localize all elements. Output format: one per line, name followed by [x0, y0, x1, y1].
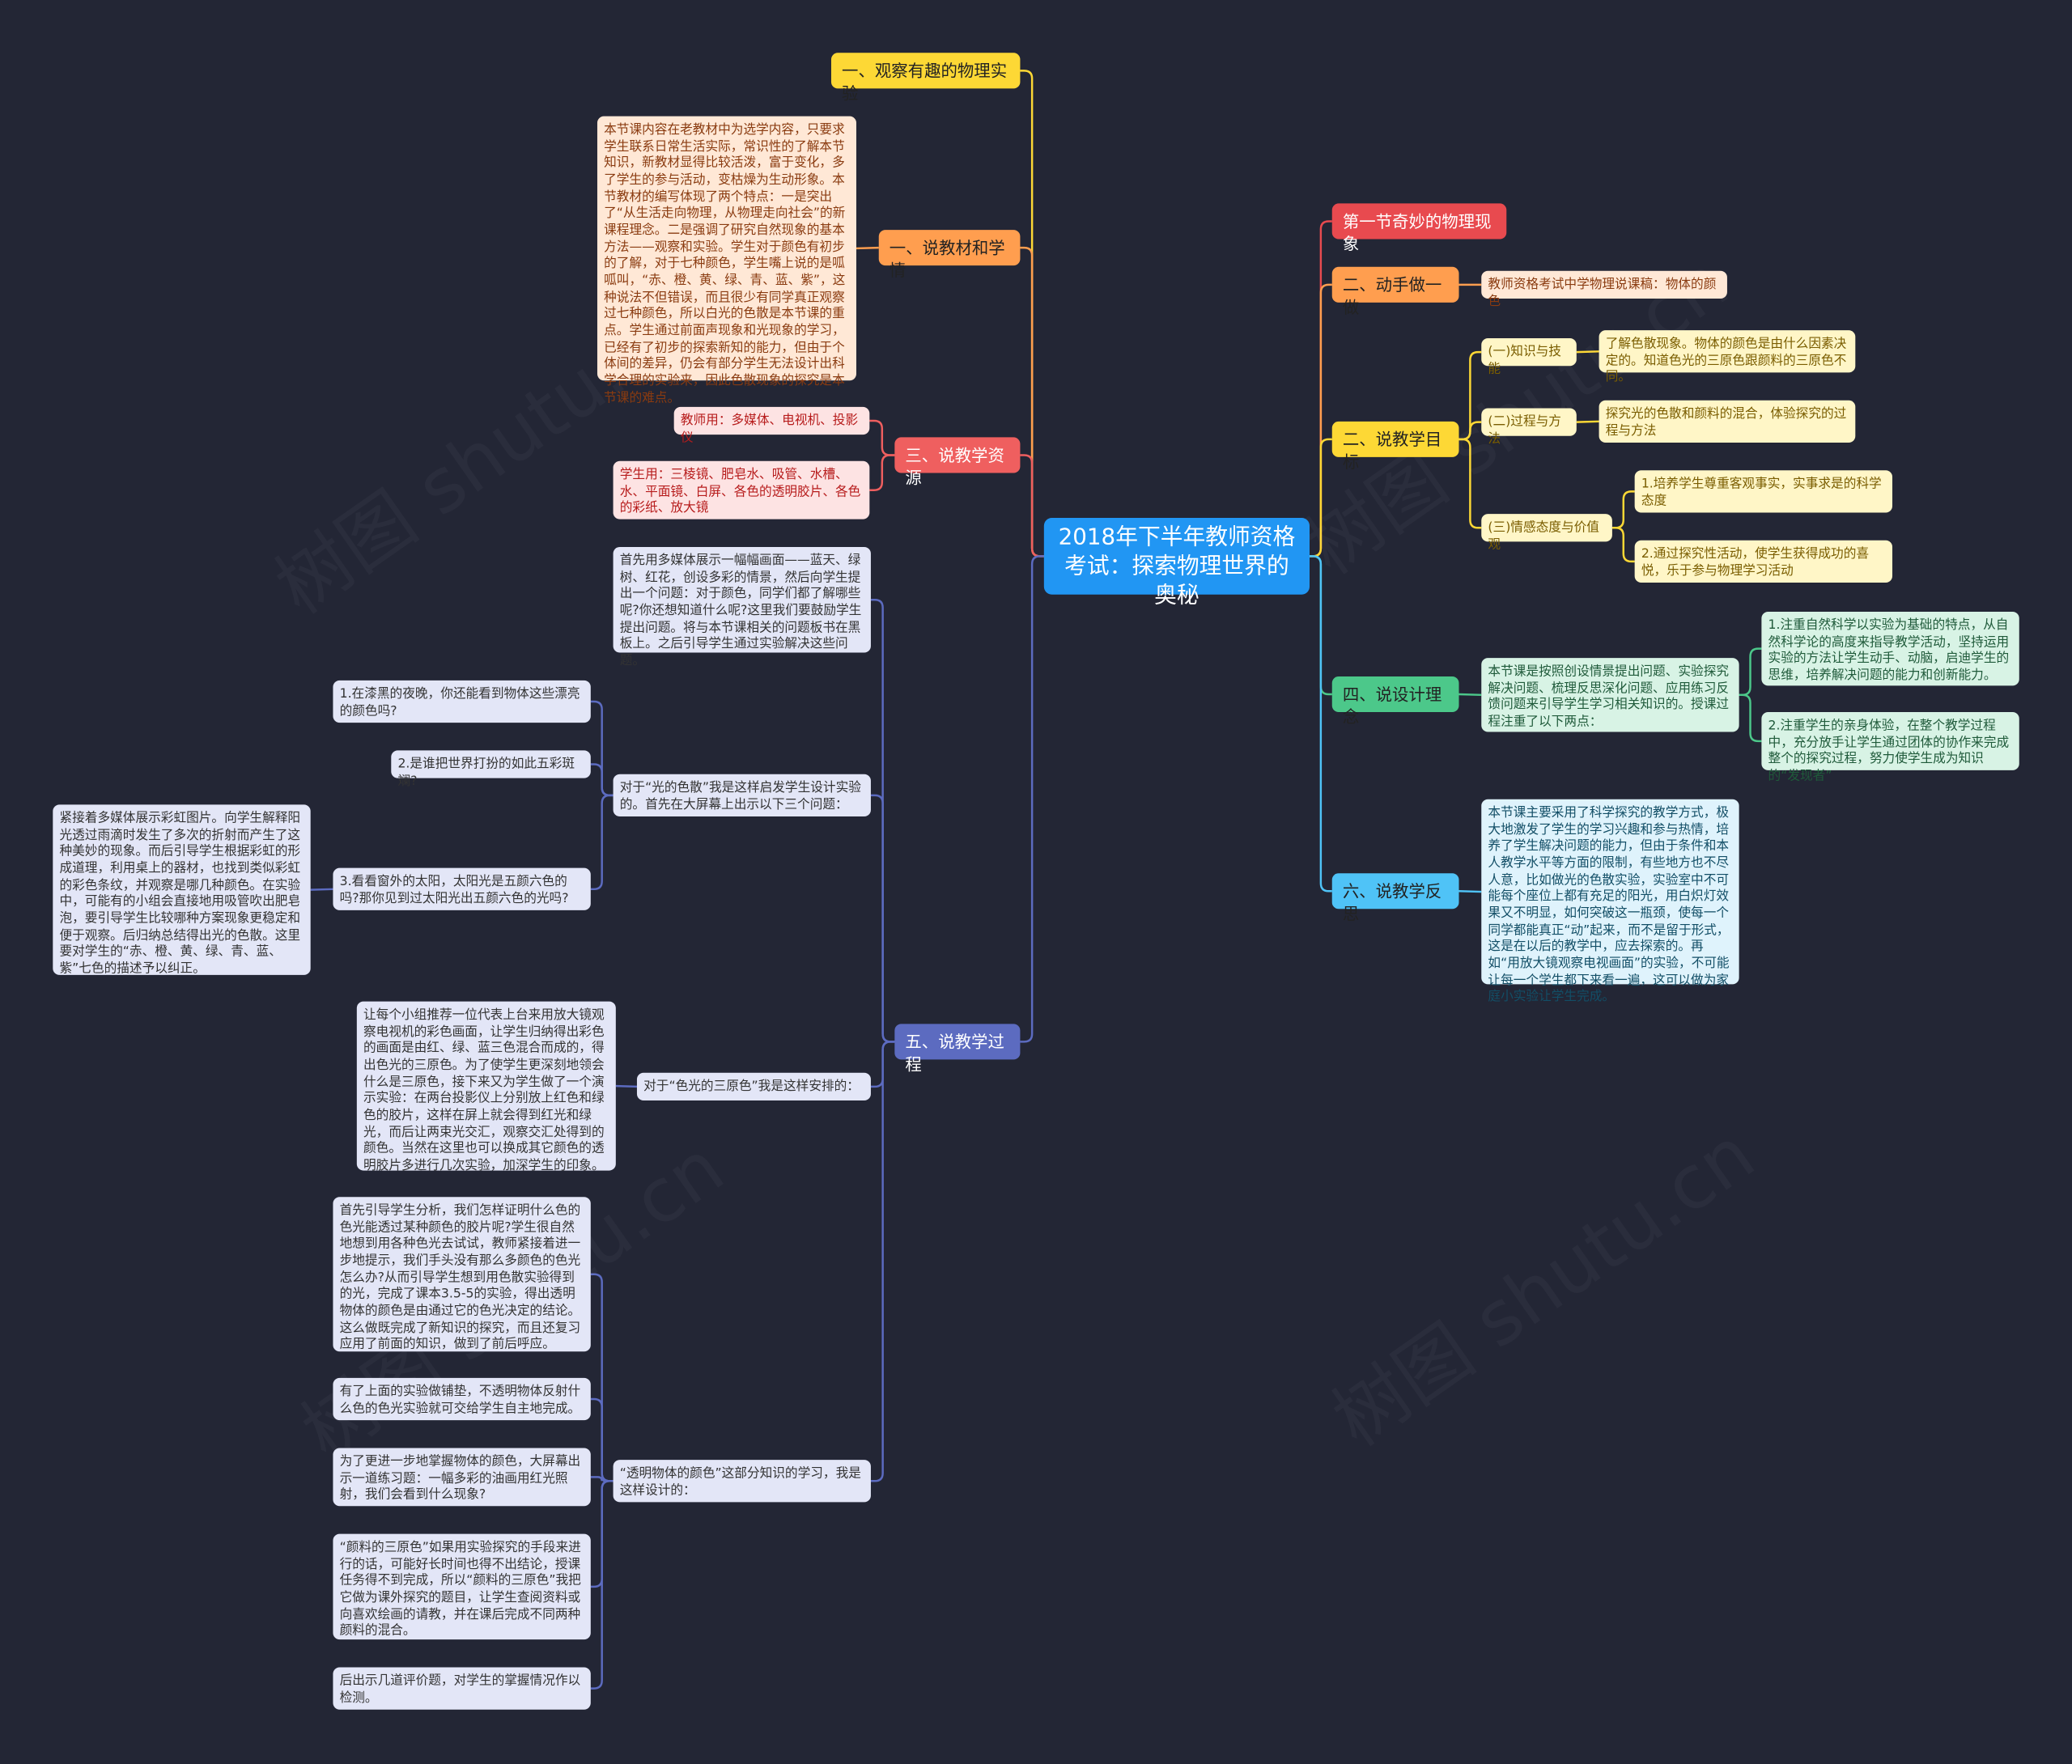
rainbow-explanation[interactable]: 紧接着多媒体展示彩虹图片。向学生解释阳光透过雨滴时发生了多次的折射而产生了这种美… [53, 804, 311, 976]
branch-physics-experiment[interactable]: 一、观察有趣的物理实验 [830, 53, 1021, 103]
connector [1739, 693, 1762, 743]
connector [590, 763, 614, 797]
process-intro[interactable]: 首先用多媒体展示一幅幅画面——蓝天、绿树、红花，创设多彩的情景，然后向学生提出一… [613, 546, 871, 668]
transparent-step-4[interactable]: “颜料的三原色”如果用实验探究的手段来进行的话，可能好长时间也得不出结论，授课任… [333, 1533, 591, 1640]
design-point-2[interactable]: 2.注重学生的亲身体验，在整个教学过程中，充分放手让学生通过团体的协作来完成整个… [1761, 712, 2019, 783]
goal-knowledge-skills[interactable]: (一)知识与技能 [1481, 337, 1577, 376]
goal-attitude-values[interactable]: (三)情感态度与价值观 [1481, 514, 1612, 552]
branch-design-philosophy[interactable]: 四、说设计理念 [1331, 676, 1459, 726]
connector [1611, 490, 1635, 529]
connector [590, 1397, 614, 1482]
connector [1458, 890, 1482, 893]
connector [615, 1084, 637, 1088]
branch-teaching-goals[interactable]: 二、说教学目标 [1331, 421, 1459, 471]
process-methods-text[interactable]: 探究光的色散和颜料的混合，体验探究的过程与方法 [1599, 400, 1856, 443]
textbook-analysis-text[interactable]: 本节课内容在老教材中为选学内容，只要求学生联系日常生活实际，常识性的了解本节知识… [597, 116, 856, 405]
branch-resources[interactable]: 三、说教学资源 [894, 437, 1021, 487]
connector [870, 794, 895, 1043]
connector [870, 1041, 895, 1482]
student-resources[interactable]: 学生用：三棱镜、肥皂水、吸管、水槽、水、平面镜、白屏、各色的透明胶片、各色的彩纸… [613, 460, 870, 519]
transparent-objects[interactable]: “透明物体的颜色”这部分知识的学习，我是这样设计的： [613, 1460, 871, 1503]
question-2[interactable]: 2.是谁把世界打扮的如此五彩斑斓? [391, 750, 591, 788]
design-philosophy-text[interactable]: 本节课是按照创设情景提出问题、实验探究解决问题、梳理反思深化问题、应用练习反馈问… [1481, 658, 1739, 732]
knowledge-skills-text[interactable]: 了解色散现象。物体的颜色是由什么因素决定的。知道色光的三原色跟颜料的三原色不同。 [1599, 330, 1856, 385]
connector [590, 1480, 614, 1690]
connector [1739, 647, 1762, 697]
root-topic[interactable]: 2018年下半年教师资格考试：探索物理世界的奥秘 [1043, 518, 1310, 608]
connector [869, 419, 895, 456]
branch-textbook[interactable]: 一、说教材和学情 [878, 230, 1021, 279]
goal-process-methods[interactable]: (二)过程与方法 [1481, 408, 1577, 446]
connector [1458, 693, 1482, 697]
hands-on-leaf[interactable]: 教师资格考试中学物理说课稿：物体的颜色 [1481, 270, 1727, 308]
connector [1020, 454, 1044, 558]
connector [310, 888, 333, 891]
branch-hands-on[interactable]: 二、动手做一做 [1331, 266, 1459, 316]
connector [1576, 350, 1599, 354]
transparent-step-3[interactable]: 为了更进一步地掌握物体的颜色，大屏幕出示一道练习题：一幅多彩的油画用红光照射，我… [333, 1448, 591, 1507]
dispersion-design[interactable]: 对于“光的色散”我是这样启发学生设计实验的。首先在大屏幕上出示以下三个问题： [613, 774, 871, 817]
connector [1310, 555, 1332, 893]
connector [1611, 527, 1635, 563]
connector [590, 1476, 614, 1482]
branch-amazing-phenomena[interactable]: 第一节奇妙的物理现象 [1331, 203, 1507, 253]
transparent-step-1[interactable]: 首先引导学生分析，我们怎样证明什么色的色光能透过某种颜色的胶片呢?学生很自然地想… [333, 1197, 591, 1352]
primary-colors-of-light[interactable]: 对于“色光的三原色”我是这样安排的： [636, 1072, 871, 1101]
attitude-goal-2[interactable]: 2.通过探究性活动，使学生获得成功的喜悦，乐于参与物理学习活动 [1634, 540, 1893, 583]
teacher-resources[interactable]: 教师用：多媒体、电视机、投影仪 [673, 406, 870, 445]
question-3[interactable]: 3.看看窗外的太阳，太阳光是五颜六色的吗?那你见到过太阳光出五颜六色的光吗? [333, 867, 591, 910]
attitude-goal-1[interactable]: 1.培养学生尊重客观事实，实事求是的科学态度 [1634, 470, 1893, 513]
connector [590, 794, 614, 891]
transparent-step-2[interactable]: 有了上面的实验做铺垫，不透明物体反射什么色的色光实验就可交给学生自主地完成。 [333, 1377, 591, 1421]
branch-reflection[interactable]: 六、说教学反思 [1331, 873, 1459, 922]
branch-teaching-process[interactable]: 五、说教学过程 [894, 1024, 1021, 1074]
design-point-1[interactable]: 1.注重自然科学以实验为基础的特点，从自然科学论的高度来指导教学活动，坚持运用实… [1761, 611, 2019, 686]
reflection-text[interactable]: 本节课主要采用了科学探究的教学方式，极大地激发了学生的学习兴趣和参与热情，培养了… [1481, 799, 1739, 1004]
connector [869, 454, 895, 491]
connector [1020, 555, 1044, 1043]
transparent-step-5[interactable]: 后出示几道评价题，对学生的掌握情况作以检测。 [333, 1667, 591, 1710]
question-1[interactable]: 1.在漆黑的夜晚，你还能看到物体这些漂亮的颜色吗? [333, 680, 591, 723]
primary-colors-detail[interactable]: 让每个小组推荐一位代表上台来用放大镜观察电视机的彩色画面，让学生归纳得出彩色的画… [356, 1001, 616, 1173]
connector [1458, 438, 1482, 529]
